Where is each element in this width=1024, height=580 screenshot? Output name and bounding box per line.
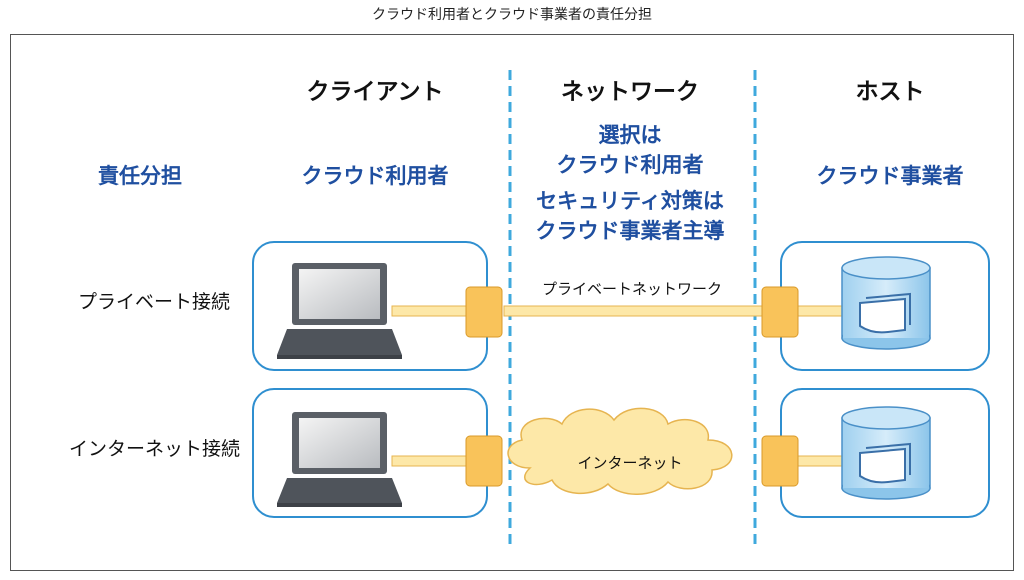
responsibility-network-line2: クラウド利用者	[556, 153, 704, 177]
pipe-private-network	[503, 305, 765, 317]
diagram-frame	[10, 34, 1014, 571]
laptop-icon	[277, 412, 402, 507]
database-icon	[841, 406, 931, 500]
column-host: ホスト	[855, 79, 925, 105]
responsibility-host: クラウド事業者	[816, 164, 964, 188]
row-label-internet: インターネット接続	[68, 438, 240, 460]
private-network-label: プライベートネットワーク	[541, 280, 722, 298]
responsibility-network-line3: セキュリティ対策は	[536, 189, 724, 213]
connector-icon	[465, 435, 503, 487]
connector-icon	[761, 286, 799, 338]
connector-icon	[761, 435, 799, 487]
internet-cloud-label: インターネット	[577, 454, 683, 472]
row-label-private: プライベート接続	[77, 291, 230, 313]
database-icon	[841, 256, 931, 350]
responsibility-network-line1: 選択は	[598, 123, 662, 147]
responsibility-client: クラウド利用者	[301, 164, 449, 188]
column-client: クライアント	[306, 79, 444, 105]
column-network: ネットワーク	[561, 79, 699, 105]
diagram-title: クラウド利用者とクラウド事業者の責任分担	[372, 7, 652, 23]
responsibility-network-line4: クラウド事業者主導	[535, 219, 725, 243]
connector-icon	[465, 286, 503, 338]
responsibility-label: 責任分担	[98, 164, 182, 188]
pipe-client-internet	[391, 455, 471, 467]
pipe-client-private	[391, 305, 471, 317]
responsibility-network: 選択は クラウド利用者 セキュリティ対策は クラウド事業者主導	[520, 120, 740, 246]
cloud-icon	[507, 407, 733, 495]
laptop-icon	[277, 263, 402, 359]
